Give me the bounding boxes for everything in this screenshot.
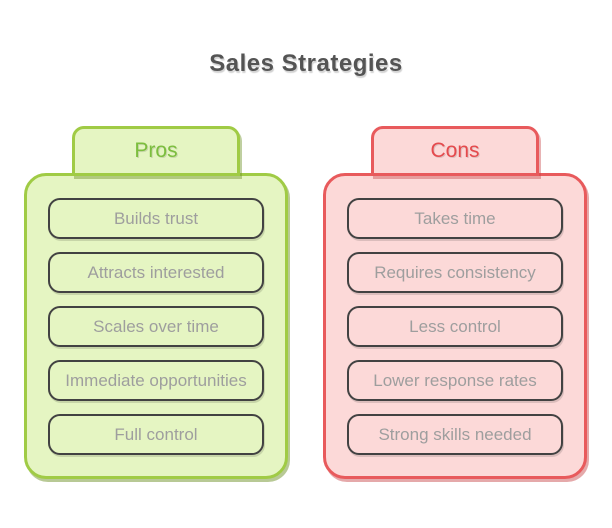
pros-item-immediate-opportunities: Immediate opportunities: [48, 360, 264, 401]
pros-item-label: Scales over time: [93, 316, 219, 336]
pros-item-attracts-interested: Attracts interested: [48, 252, 264, 293]
pros-item-builds-trust: Builds trust: [48, 198, 264, 239]
cons-item-label: Less control: [409, 316, 501, 336]
cons-header-tab: Cons: [371, 126, 539, 176]
cons-item-less-control: Less control: [347, 306, 563, 347]
cons-item-label: Lower response rates: [373, 370, 537, 390]
pros-header-tab: Pros: [72, 126, 240, 176]
cons-item-takes-time: Takes time: [347, 198, 563, 239]
pros-header-label: Pros: [134, 139, 178, 162]
cons-item-label: Takes time: [414, 208, 496, 228]
diagram-title: Sales Strategies: [209, 50, 403, 77]
pros-item-label: Attracts interested: [87, 262, 225, 282]
pros-item-label: Immediate opportunities: [65, 370, 247, 390]
cons-item-lower-response-rates: Lower response rates: [347, 360, 563, 401]
pros-panel: Builds trust Attracts interested Scales …: [24, 173, 288, 479]
cons-item-requires-consistency: Requires consistency: [347, 252, 563, 293]
cons-item-label: Strong skills needed: [378, 424, 532, 444]
cons-item-label: Requires consistency: [374, 262, 536, 282]
pros-item-label: Builds trust: [113, 208, 199, 228]
pros-item-full-control: Full control: [48, 414, 264, 455]
cons-panel: Takes time Requires consistency Less con…: [323, 173, 587, 479]
cons-item-strong-skills-needed: Strong skills needed: [347, 414, 563, 455]
cons-header-label: Cons: [430, 139, 480, 162]
pros-item-scales-over-time: Scales over time: [48, 306, 264, 347]
pros-item-label: Full control: [114, 424, 198, 444]
